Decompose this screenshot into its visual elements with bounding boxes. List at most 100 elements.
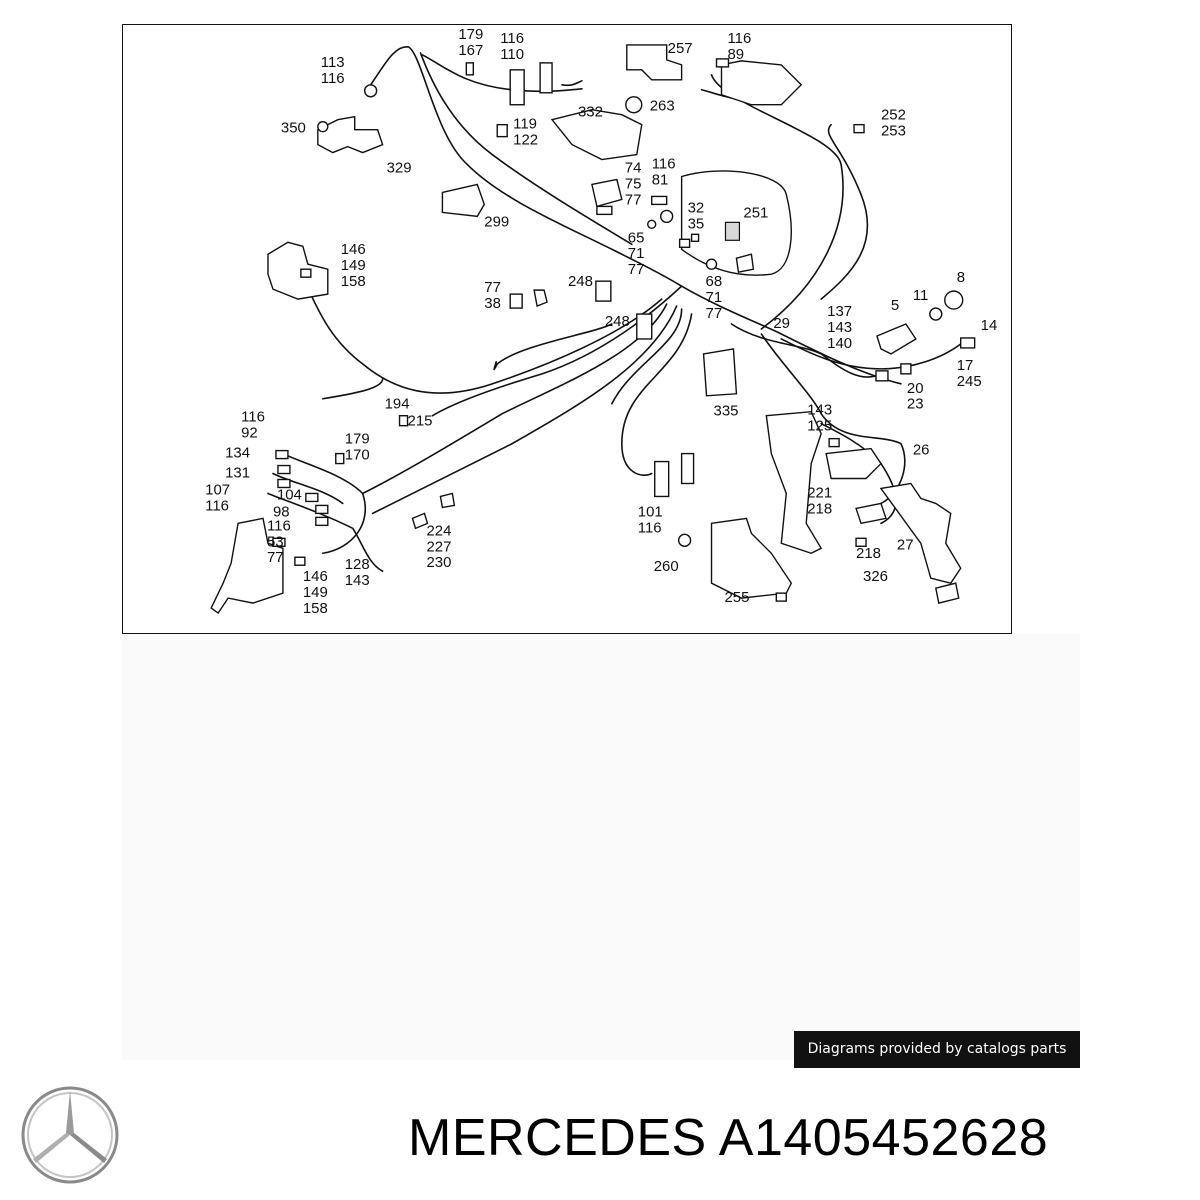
part-number-line: 140 xyxy=(827,335,852,352)
image-background-area xyxy=(122,634,1080,1060)
part-number-line: 77 xyxy=(706,305,723,322)
part-number-line: 329 xyxy=(387,160,412,177)
part-number-line: 116 xyxy=(321,70,345,87)
part-number-line: 146 xyxy=(303,568,328,585)
part-number-line: 146 xyxy=(341,241,366,258)
part-number-line: 116 xyxy=(241,409,265,426)
part-number-line: 218 xyxy=(807,500,832,517)
part-number-line: 263 xyxy=(650,98,675,115)
part-number-line: 8 xyxy=(957,269,965,286)
part-number-line: 110 xyxy=(500,46,524,63)
part-label: 326 xyxy=(863,568,888,585)
part-number-line: 251 xyxy=(743,204,768,221)
part-number-line: 194 xyxy=(385,396,410,413)
part-number-line: 17 xyxy=(957,357,974,374)
part-number-line: 230 xyxy=(426,554,451,571)
part-number-line: 89 xyxy=(727,46,744,63)
part-number-line: 71 xyxy=(628,245,645,262)
part-number-line: 137 xyxy=(827,303,852,320)
part-number-line: 227 xyxy=(426,538,451,555)
part-number-line: 128 xyxy=(345,556,370,573)
part-label: 350 xyxy=(281,120,306,137)
part-number-line: 179 xyxy=(345,431,370,448)
part-number-line: 215 xyxy=(408,413,433,430)
wire-harness xyxy=(267,46,962,573)
attribution-banner: Diagrams provided by catalogs parts xyxy=(794,1031,1080,1068)
part-label: 248 xyxy=(605,313,630,330)
part-number-line: 253 xyxy=(881,123,906,140)
part-number-line: 27 xyxy=(897,536,914,553)
part-number-line: 335 xyxy=(714,403,739,420)
part-number-line: 149 xyxy=(341,257,366,274)
part-number-line: 113 xyxy=(321,54,345,71)
part-number-line: 170 xyxy=(345,447,370,464)
part-number-line: 248 xyxy=(605,313,630,330)
part-label: 29 xyxy=(773,315,790,332)
part-number-line: 35 xyxy=(688,215,705,232)
part-number-line: 77 xyxy=(484,279,501,296)
part-number-line: 116 xyxy=(267,517,291,534)
part-number-line: 167 xyxy=(458,42,483,59)
part-number-line: 53 xyxy=(267,533,284,550)
part-label: 8 xyxy=(957,269,965,286)
part-label: 251 xyxy=(743,204,768,221)
part-label: 329 xyxy=(387,160,412,177)
part-number-line: 158 xyxy=(341,273,366,290)
part-number-line: 255 xyxy=(724,589,749,606)
part-number-line: 81 xyxy=(652,171,669,188)
part-label: 104 xyxy=(277,486,302,503)
part-number-line: 77 xyxy=(628,261,645,278)
part-label: 257 xyxy=(668,40,693,57)
part-label: 11 xyxy=(913,287,929,304)
part-number-line: 116 xyxy=(727,30,751,47)
part-number-line: 116 xyxy=(205,497,229,514)
part-title: MERCEDES A1405452628 xyxy=(408,1109,1049,1167)
part-number-line: 119 xyxy=(513,116,537,133)
part-label: 194 xyxy=(385,396,410,413)
part-number-line: 131 xyxy=(225,465,250,482)
part-number-line: 248 xyxy=(568,273,593,290)
part-label: 14 xyxy=(981,317,998,334)
part-number-line: 179 xyxy=(458,26,483,43)
part-number-line: 20 xyxy=(907,380,924,397)
part-number-line: 149 xyxy=(303,584,328,601)
part-number-line: 65 xyxy=(628,229,645,246)
part-number-line: 14 xyxy=(981,317,998,334)
part-number-line: 71 xyxy=(706,289,723,306)
part-number-line: 104 xyxy=(277,486,302,503)
part-label: 263 xyxy=(650,98,675,115)
part-number-line: 143 xyxy=(827,319,852,336)
part-number-line: 77 xyxy=(267,549,284,566)
part-label: 98 xyxy=(273,503,290,520)
part-label: 332 xyxy=(578,104,603,121)
part-number-line: 5 xyxy=(891,297,899,314)
part-label: 218 xyxy=(856,545,881,562)
part-number-line: 32 xyxy=(688,199,705,216)
part-number-line: 224 xyxy=(426,522,451,539)
part-number-line: 125 xyxy=(807,418,832,435)
part-number-line: 122 xyxy=(513,132,538,149)
part-number-line: 74 xyxy=(625,160,642,177)
part-number-line: 77 xyxy=(625,191,642,208)
part-label: 260 xyxy=(654,558,679,575)
part-number-line: 26 xyxy=(913,442,930,459)
part-number-line: 98 xyxy=(273,503,290,520)
part-number-line: 23 xyxy=(907,396,924,413)
part-number-line: 218 xyxy=(856,545,881,562)
part-label: 335 xyxy=(714,403,739,420)
part-number-line: 116 xyxy=(500,30,524,47)
